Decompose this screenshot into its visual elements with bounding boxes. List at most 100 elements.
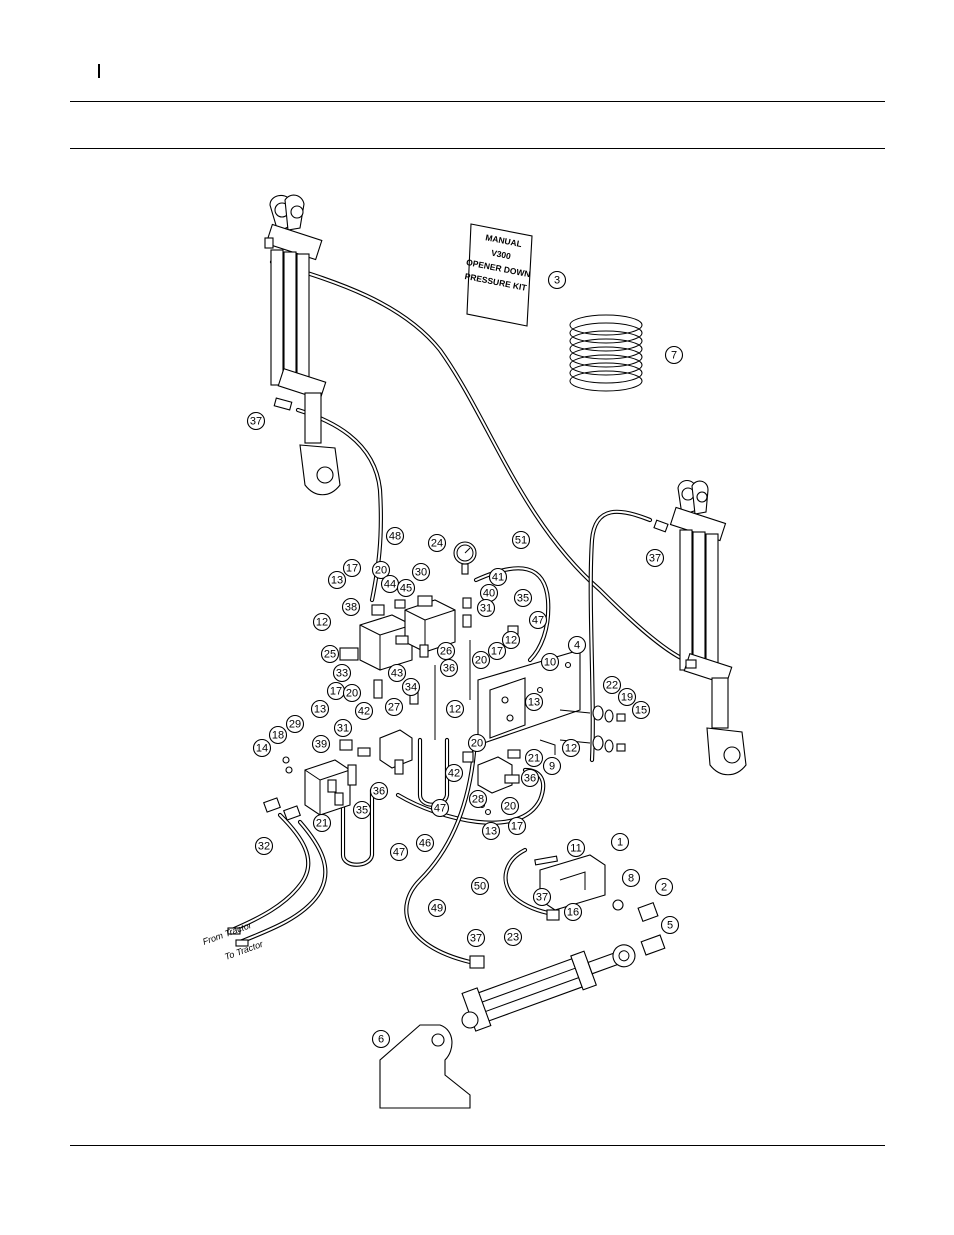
callout-5: 5 bbox=[662, 917, 679, 934]
callout-number: 12 bbox=[505, 635, 517, 647]
callout-9: 9 bbox=[544, 758, 561, 775]
callout-number: 37 bbox=[250, 416, 262, 428]
callout-28: 28 bbox=[470, 791, 487, 808]
callout-20: 20 bbox=[469, 735, 486, 752]
callout-number: 17 bbox=[491, 646, 503, 658]
callout-39: 39 bbox=[313, 736, 330, 753]
callout-number: 44 bbox=[384, 579, 396, 591]
callout-number: 8 bbox=[628, 873, 634, 885]
callout-20: 20 bbox=[344, 685, 361, 702]
callout-number: 1 bbox=[617, 837, 623, 849]
callout-13: 13 bbox=[329, 572, 346, 589]
mount-bracket bbox=[380, 1025, 470, 1108]
callout-number: 11 bbox=[570, 843, 581, 855]
callout-37: 37 bbox=[248, 413, 265, 430]
callout-45: 45 bbox=[398, 580, 415, 597]
callout-number: 32 bbox=[258, 841, 270, 853]
callout-number: 34 bbox=[405, 682, 417, 694]
callout-number: 6 bbox=[378, 1034, 384, 1046]
callout-number: 47 bbox=[434, 803, 446, 815]
callout-4: 4 bbox=[569, 637, 586, 654]
callout-35: 35 bbox=[515, 590, 532, 607]
callout-number: 28 bbox=[472, 794, 484, 806]
callout-44: 44 bbox=[382, 576, 399, 593]
callout-23: 23 bbox=[505, 929, 522, 946]
callout-3: 3 bbox=[549, 272, 566, 289]
callout-number: 42 bbox=[358, 706, 370, 718]
callout-13: 13 bbox=[483, 823, 500, 840]
callout-number: 37 bbox=[470, 933, 482, 945]
callout-42: 42 bbox=[446, 765, 463, 782]
callout-10: 10 bbox=[542, 654, 559, 671]
callout-number: 13 bbox=[331, 575, 343, 587]
callout-49: 49 bbox=[429, 900, 446, 917]
callout-12: 12 bbox=[447, 701, 464, 718]
callout-19: 19 bbox=[619, 689, 636, 706]
callout-32: 32 bbox=[256, 838, 273, 855]
callout-number: 37 bbox=[649, 553, 661, 565]
callout-number: 20 bbox=[375, 565, 387, 577]
callout-number: 19 bbox=[621, 692, 633, 704]
callout-25: 25 bbox=[322, 646, 339, 663]
callout-number: 12 bbox=[316, 617, 328, 629]
callout-number: 47 bbox=[532, 615, 544, 627]
callout-12: 12 bbox=[563, 740, 580, 757]
callout-47: 47 bbox=[432, 800, 449, 817]
callout-number: 50 bbox=[474, 881, 486, 893]
callout-number: 24 bbox=[431, 538, 443, 550]
pressure-gauge bbox=[454, 542, 476, 574]
callout-number: 15 bbox=[635, 705, 647, 717]
callout-47: 47 bbox=[391, 844, 408, 861]
callout-number: 13 bbox=[528, 697, 540, 709]
callout-number: 20 bbox=[346, 688, 358, 700]
callout-30: 30 bbox=[413, 564, 430, 581]
callout-35: 35 bbox=[354, 802, 371, 819]
callout-37: 37 bbox=[534, 889, 551, 906]
callout-51: 51 bbox=[513, 532, 530, 549]
callout-46: 46 bbox=[417, 835, 434, 852]
callout-number: 26 bbox=[440, 646, 452, 658]
callout-number: 2 bbox=[661, 882, 667, 894]
callout-number: 7 bbox=[671, 350, 677, 362]
callout-37: 37 bbox=[647, 550, 664, 567]
callout-13: 13 bbox=[526, 694, 543, 711]
callout-47: 47 bbox=[530, 612, 547, 629]
callout-34: 34 bbox=[403, 679, 420, 696]
callout-number: 48 bbox=[389, 531, 401, 543]
callout-17: 17 bbox=[509, 818, 526, 835]
callout-24: 24 bbox=[429, 535, 446, 552]
callout-18: 18 bbox=[270, 727, 287, 744]
callout-number: 31 bbox=[480, 603, 492, 615]
callout-number: 21 bbox=[528, 753, 540, 765]
callout-15: 15 bbox=[633, 702, 650, 719]
callout-27: 27 bbox=[386, 699, 403, 716]
callout-number: 27 bbox=[388, 702, 400, 714]
callout-number: 25 bbox=[324, 649, 336, 661]
callout-22: 22 bbox=[604, 677, 621, 694]
callout-17: 17 bbox=[344, 560, 361, 577]
callout-number: 51 bbox=[515, 535, 527, 547]
callout-number: 36 bbox=[524, 773, 536, 785]
callout-number: 23 bbox=[507, 932, 519, 944]
callout-number: 4 bbox=[574, 640, 580, 652]
callout-number: 30 bbox=[415, 567, 427, 579]
callout-33: 33 bbox=[334, 665, 351, 682]
callout-number: 49 bbox=[431, 903, 443, 915]
callout-number: 10 bbox=[544, 657, 556, 669]
callout-48: 48 bbox=[387, 528, 404, 545]
callout-42: 42 bbox=[356, 703, 373, 720]
callout-number: 14 bbox=[256, 743, 268, 755]
callout-number: 13 bbox=[485, 826, 497, 838]
callout-11: 11 bbox=[568, 840, 585, 857]
callout-21: 21 bbox=[526, 750, 543, 767]
callout-36: 36 bbox=[441, 660, 458, 677]
callout-number: 39 bbox=[315, 739, 327, 751]
callout-number: 40 bbox=[483, 588, 495, 600]
callout-36: 36 bbox=[522, 770, 539, 787]
callout-number: 29 bbox=[289, 719, 301, 731]
callout-20: 20 bbox=[502, 798, 519, 815]
callout-number: 45 bbox=[400, 583, 412, 595]
callout-number: 38 bbox=[345, 602, 357, 614]
callout-36: 36 bbox=[371, 783, 388, 800]
